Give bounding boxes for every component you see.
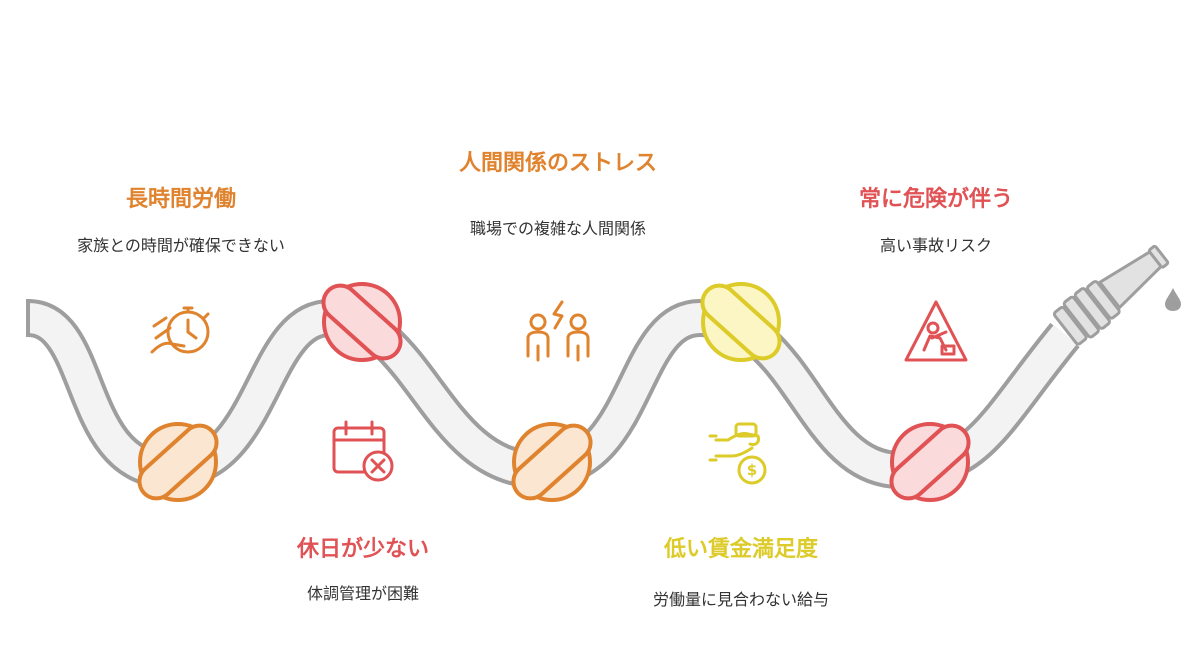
- people-conflict-icon: [526, 300, 590, 362]
- item-desc-danger: 高い事故リスク: [879, 236, 993, 255]
- svg-text:$: $: [747, 461, 757, 479]
- stopwatch-hand-icon: [150, 306, 210, 354]
- knot-orange-1: [137, 422, 219, 502]
- item-2: 休日が少ない: [297, 531, 429, 563]
- hose-nozzle: [1052, 244, 1170, 346]
- item-4: 低い賃金満足度: [664, 531, 818, 563]
- item-desc-relationship-stress: 職場での複雑な人間関係: [469, 219, 647, 238]
- item-desc-few-holidays: 体調管理が困難: [306, 584, 420, 603]
- item-desc-long-hours: 家族との時間が確保できない: [77, 236, 285, 255]
- item-title-danger: 常に危険が伴う: [858, 187, 1014, 212]
- item-1: 長時間労働: [126, 181, 236, 213]
- knot-yellow: [700, 282, 782, 362]
- hand-money-icon: $: [708, 422, 767, 485]
- item-5: 常に危険が伴う: [859, 181, 1013, 213]
- calendar-cancel-icon: [332, 420, 394, 482]
- item-3: 人間関係のストレス: [459, 145, 657, 177]
- item-title-relationship-stress: 人間関係のストレス: [458, 151, 658, 176]
- item-desc-low-wage: 労働量に見合わない給与: [652, 590, 830, 609]
- knot-red-2: [889, 422, 971, 502]
- water-drop: [1165, 288, 1181, 311]
- item-title-low-wage: 低い賃金満足度: [663, 537, 819, 562]
- knot-red-1: [321, 282, 403, 362]
- construction-warning-icon: [904, 300, 968, 362]
- item-title-long-hours: 長時間労働: [125, 187, 237, 212]
- item-title-few-holidays: 休日が少ない: [296, 537, 430, 562]
- knot-orange-2: [511, 422, 593, 502]
